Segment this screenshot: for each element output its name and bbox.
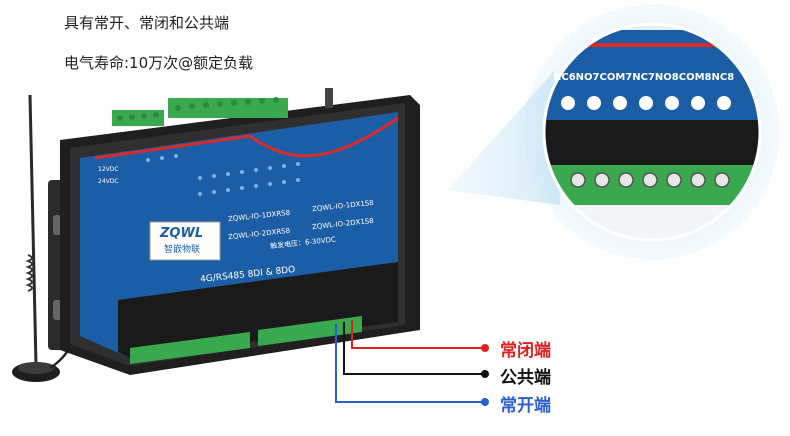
power-24v: 24VDC xyxy=(98,178,119,185)
terminal-label: NO8 xyxy=(654,72,679,83)
wire-nc xyxy=(351,320,489,352)
status-leds xyxy=(146,154,300,196)
bottom-terminal-blocks xyxy=(130,316,362,364)
terminal-label: COM8 xyxy=(678,72,712,83)
zoom-terminal-labels: NC6 NO7 COM7 NC7 NO8 COM8 NC8 xyxy=(553,72,734,83)
antenna xyxy=(12,94,97,382)
terminal-label: COM7 xyxy=(599,72,633,83)
device-body xyxy=(60,95,420,375)
wire-no xyxy=(335,324,489,406)
legend-com: 公共端 xyxy=(500,368,551,388)
wire-com xyxy=(343,322,489,378)
legend-no: 常开端 xyxy=(500,396,551,416)
terminal-label: NC7 xyxy=(632,72,655,83)
terminal-label: NC8 xyxy=(711,72,735,83)
power-12v: 12VDC xyxy=(98,166,119,173)
brand-logo: ZQWL xyxy=(160,226,204,241)
brand-chinese: 智嵌物联 xyxy=(164,245,201,255)
top-terminal-blocks xyxy=(112,88,333,126)
terminal-label: NO7 xyxy=(575,72,600,83)
terminal-label: NC6 xyxy=(553,72,576,83)
logo-plate xyxy=(149,221,221,261)
legend-nc: 常闭端 xyxy=(500,341,551,361)
caption-contacts: 具有常开、常闭和公共端 xyxy=(64,14,230,32)
zoom-lens xyxy=(524,4,780,260)
caption-lifetime: 电气寿命:10万次@额定负载 xyxy=(64,54,254,72)
